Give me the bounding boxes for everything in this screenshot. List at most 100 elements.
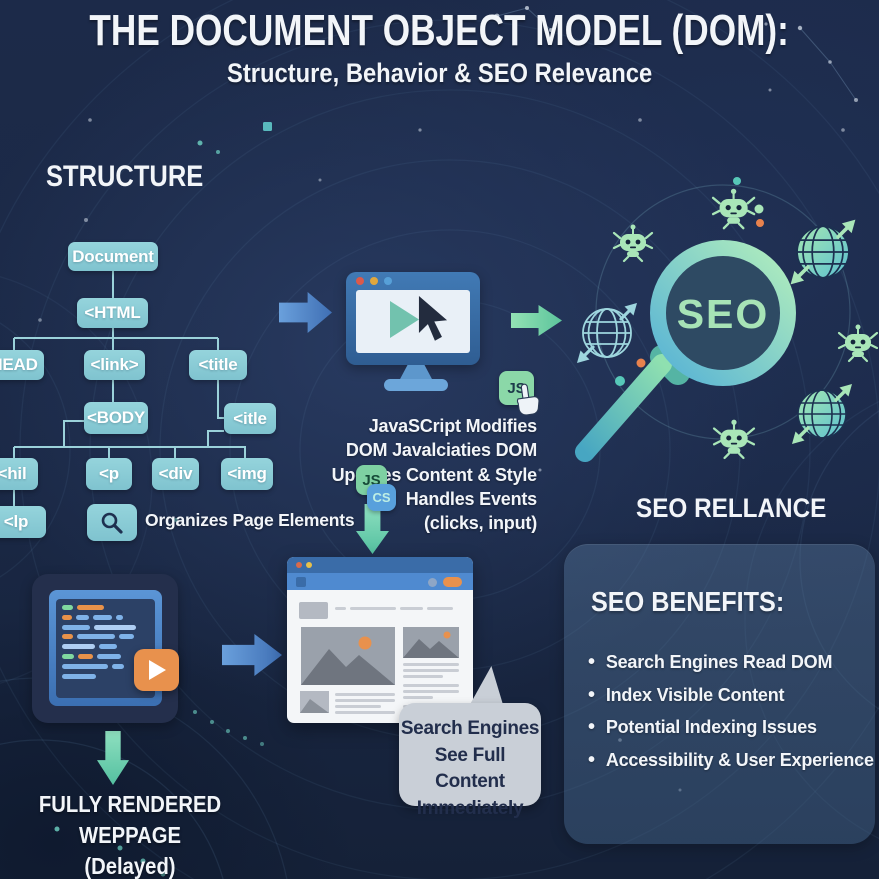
seo-benefit-item: Accessibility & User Experience xyxy=(588,744,874,777)
browser-nav-bar xyxy=(287,573,473,590)
robot-icon xyxy=(837,323,879,363)
code-editor-card xyxy=(32,574,178,723)
code-token xyxy=(93,614,112,620)
tree-node: <title xyxy=(189,350,247,380)
browser-window xyxy=(287,557,473,723)
monitor-stand xyxy=(399,365,433,381)
rendered-caption: FULLY RENDERED WEPPAGE (Delayed) xyxy=(38,791,222,879)
code-token xyxy=(116,614,123,620)
browser-dot-yellow xyxy=(306,562,312,568)
browser-page-content xyxy=(287,590,473,723)
seo-benefit-item: Index Visible Content xyxy=(588,679,874,712)
code-token xyxy=(62,673,96,679)
seo-relevance-heading: SEO RELLANCE xyxy=(636,493,827,523)
code-line xyxy=(62,644,149,650)
tree-node: <link> xyxy=(84,350,145,380)
seo-lens-label: SEO xyxy=(677,291,770,337)
behavior-text: JavaSCript Modifies DOM Javalciaties DOM… xyxy=(332,416,538,534)
magnifier-lens xyxy=(666,256,780,370)
tree-node: <hil xyxy=(0,458,38,490)
tree-node: <div xyxy=(152,458,199,490)
code-line xyxy=(62,663,149,669)
tree-node: <HTML xyxy=(77,298,148,328)
side-image-placeholder xyxy=(403,627,459,658)
text-line-placeholder xyxy=(403,675,443,678)
code-token xyxy=(62,634,73,640)
text-line-placeholder xyxy=(403,663,459,666)
code-token xyxy=(99,644,117,650)
page-title: THE DOCUMENT OBJECT MODEL (DOM): xyxy=(89,6,790,55)
monitor-dot-red xyxy=(356,277,364,285)
hero-image-placeholder xyxy=(301,627,395,685)
code-token xyxy=(119,634,134,640)
text-line-placeholder xyxy=(403,690,459,693)
tree-node: <p xyxy=(86,458,132,490)
seo-benefit-item: Search Engines Read DOM xyxy=(588,646,874,679)
page-subtitle: Structure, Behavior & SEO Relevance xyxy=(226,58,653,88)
robot-icon xyxy=(612,223,654,263)
code-line xyxy=(62,624,149,630)
code-token xyxy=(77,634,115,640)
code-token xyxy=(62,605,73,610)
play-icon xyxy=(149,660,166,680)
code-token xyxy=(62,644,95,650)
tree-node: <BODY xyxy=(84,402,148,434)
thumbnail-placeholder xyxy=(299,602,328,619)
code-token xyxy=(97,653,121,659)
text-line-placeholder xyxy=(335,711,395,714)
speech-bubble: Search Engines See Full Content Immediat… xyxy=(399,703,541,819)
seo-benefits-panel: SEO BENEFITS: Search Engines Read DOMInd… xyxy=(564,544,875,844)
hand-cursor-icon xyxy=(516,383,540,416)
robot-icon xyxy=(711,187,756,230)
seo-benefits-title: SEO BENEFITS: xyxy=(591,586,785,617)
css-badge: CS xyxy=(367,484,396,511)
code-line xyxy=(62,673,149,679)
tree-node: <lp xyxy=(0,506,46,538)
browser-dot-red xyxy=(296,562,302,568)
globe-outline-icon xyxy=(577,303,637,363)
browser-title-bar xyxy=(287,557,473,573)
tree-node: HEAD xyxy=(0,350,44,380)
code-line xyxy=(62,653,149,659)
seo-benefits-list: Search Engines Read DOMIndex Visible Con… xyxy=(588,646,874,776)
text-line-placeholder xyxy=(403,669,459,672)
seo-benefit-item: Potential Indexing Issues xyxy=(588,711,874,744)
browser-avatar-dot xyxy=(428,578,437,587)
code-token xyxy=(76,614,89,620)
tree-node: <img xyxy=(221,458,273,490)
footer-image-placeholder xyxy=(300,691,329,713)
text-line-placeholder xyxy=(350,607,396,610)
text-line-placeholder xyxy=(400,607,423,610)
globe-icon xyxy=(790,382,854,446)
code-line xyxy=(62,605,149,610)
magnifier-tile xyxy=(87,504,137,541)
code-token xyxy=(112,663,124,669)
structure-heading: STRUCTURE xyxy=(46,160,204,193)
monitor-dot-blue xyxy=(384,277,392,285)
code-line xyxy=(62,614,149,620)
tree-node: <itle xyxy=(224,403,276,434)
text-line-placeholder xyxy=(335,705,381,708)
magnifier-ring xyxy=(650,240,796,386)
seo-graphic: SEO xyxy=(575,177,879,462)
text-line-placeholder xyxy=(403,684,459,687)
code-token xyxy=(62,624,90,630)
code-token xyxy=(77,605,104,610)
browser-home-icon xyxy=(296,577,306,587)
text-line-placeholder xyxy=(403,696,433,699)
text-line-placeholder xyxy=(335,607,346,610)
code-editor-window xyxy=(49,590,162,706)
text-line-placeholder xyxy=(427,607,453,610)
text-line-placeholder xyxy=(335,693,395,696)
browser-cta-pill xyxy=(443,577,462,587)
code-token xyxy=(94,624,136,630)
monitor-base xyxy=(384,379,448,391)
text-line-placeholder xyxy=(335,699,395,702)
globe-icon xyxy=(788,217,858,287)
organizes-caption: Organizes Page Elements xyxy=(145,510,355,530)
cursor-icon xyxy=(418,296,448,341)
code-line xyxy=(62,634,149,640)
code-token xyxy=(62,614,72,620)
code-token xyxy=(78,653,93,659)
